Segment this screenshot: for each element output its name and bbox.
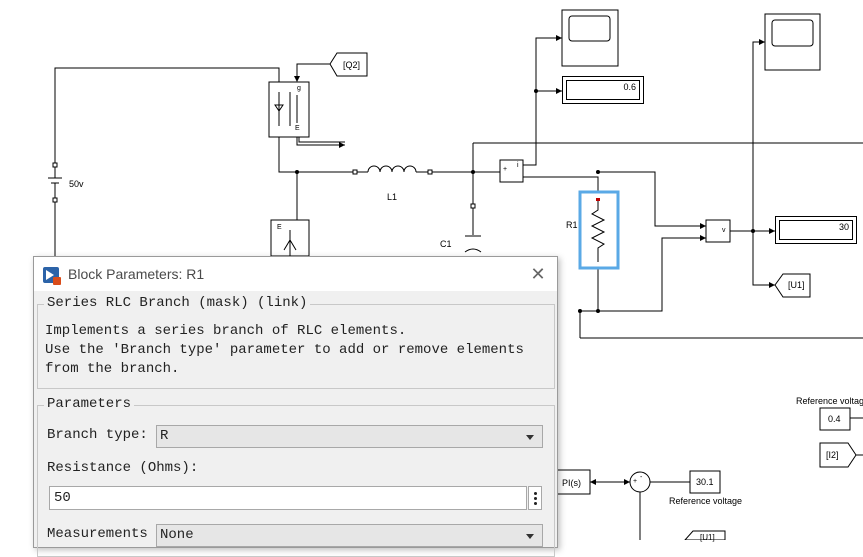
voltage-measurement-block[interactable] — [705, 219, 731, 243]
resistor-label: R1 — [566, 220, 578, 230]
reference-voltage-label-top: Reference voltag — [796, 396, 863, 406]
display-block-current[interactable]: 0.6 — [562, 76, 644, 104]
measurements-value: None — [160, 527, 194, 543]
wire — [278, 137, 353, 173]
scope-block[interactable] — [561, 9, 619, 67]
pi-label: PI(s) — [562, 478, 581, 488]
chevron-down-icon — [526, 534, 534, 539]
chevron-down-icon — [526, 435, 534, 440]
capacitor-c1[interactable] — [464, 203, 482, 253]
wire — [523, 37, 562, 166]
sum-minus-sign: - — [640, 474, 643, 481]
simulink-app-icon — [43, 267, 61, 285]
from-u1-bottom-text: [U1] — [700, 533, 715, 542]
display-block-voltage[interactable]: 30 — [775, 216, 857, 244]
from-tag-u1-bottom[interactable] — [684, 530, 726, 540]
capacitor-label: C1 — [440, 239, 452, 249]
more-options-icon[interactable] — [528, 486, 542, 510]
measurements-label: Measurements — [47, 526, 148, 542]
sum-block[interactable] — [629, 471, 651, 493]
sum-plus-sign: + — [633, 478, 638, 485]
measurements-select[interactable]: None — [156, 524, 543, 547]
goto-tag-q2[interactable] — [329, 52, 368, 77]
resistance-value: 50 — [54, 490, 71, 506]
wire — [752, 41, 765, 231]
current-meter-plus: + — [503, 166, 508, 173]
dc-voltage-source[interactable] — [48, 162, 62, 203]
constant-block-0-4[interactable] — [819, 407, 851, 431]
scope-block[interactable] — [764, 13, 821, 71]
from-tag-i2[interactable] — [819, 442, 857, 468]
inductor-l1[interactable] — [352, 165, 433, 175]
wire — [296, 63, 330, 80]
constant-30-1-text: 30.1 — [696, 477, 714, 487]
source-label: 50v — [69, 179, 84, 189]
current-measurement-block[interactable] — [499, 159, 524, 183]
diode-emitter-label: E — [277, 224, 282, 231]
constant-0-4-text: 0.4 — [828, 414, 841, 424]
voltage-meter-label: v — [722, 227, 726, 234]
mask-group-title: Series RLC Branch (mask) (link) — [44, 295, 311, 311]
goto-tag-u1[interactable] — [774, 273, 811, 298]
simulink-diagram-canvas[interactable] — [0, 0, 863, 540]
wire — [578, 268, 599, 312]
branch-type-label: Branch type: — [47, 427, 148, 443]
wire — [54, 67, 280, 165]
resistance-label: Resistance (Ohms): — [47, 460, 199, 476]
block-parameters-dialog[interactable]: Block Parameters: R1 ✕ Series RLC Branch… — [33, 256, 558, 557]
dialog-title: Block Parameters: R1 — [68, 266, 205, 282]
mask-description-text: Implements a series branch of RLC elemen… — [45, 323, 524, 377]
display-voltage-value: 30 — [779, 220, 853, 240]
mosfet-emitter-label: E — [295, 125, 300, 132]
diode-block[interactable] — [270, 219, 310, 257]
parameters-group-title: Parameters — [44, 396, 135, 412]
from-i2-text: [I2] — [826, 450, 839, 460]
wire — [598, 237, 706, 312]
branch-type-value: R — [160, 428, 169, 444]
constant-block-30-1[interactable] — [689, 470, 721, 494]
wire — [752, 231, 775, 286]
branch-type-select[interactable]: R — [156, 425, 543, 448]
wire — [523, 176, 599, 192]
inductor-label: L1 — [387, 192, 398, 202]
goto-u1-text: [U1] — [788, 280, 805, 290]
reference-voltage-label: Reference voltage — [669, 496, 743, 506]
resistance-input[interactable]: 50 — [49, 486, 527, 510]
dialog-titlebar[interactable]: Block Parameters: R1 ✕ — [34, 257, 557, 291]
close-icon[interactable]: ✕ — [530, 264, 546, 284]
goto-q2-text: [Q2] — [343, 60, 361, 70]
mosfet-block[interactable] — [268, 81, 310, 138]
mosfet-gate-label: g — [297, 85, 301, 92]
wire — [598, 171, 706, 227]
resistor-r1[interactable] — [578, 190, 620, 270]
display-current-value: 0.6 — [566, 80, 640, 100]
current-meter-i: i — [517, 162, 519, 169]
